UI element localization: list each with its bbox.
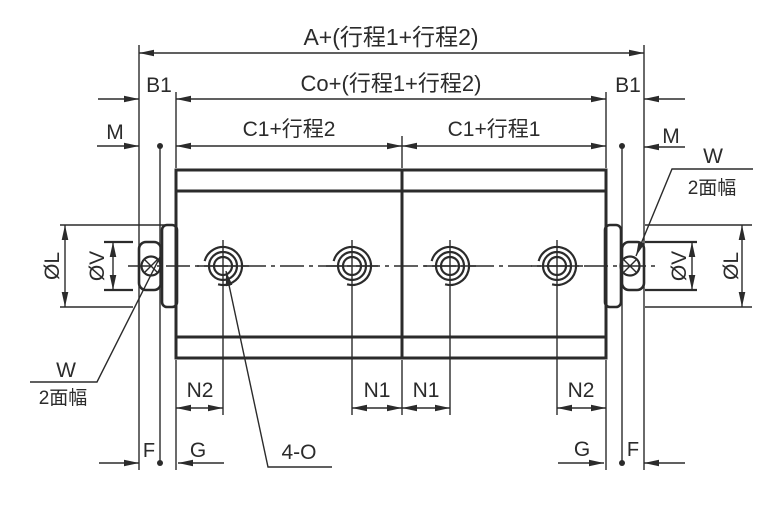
label-c1-stroke2: C1+行程2 [243, 118, 336, 141]
label-n2-right: N2 [568, 379, 595, 402]
label-m-right: M [662, 125, 680, 148]
leader-w-left [30, 252, 163, 383]
port-4 [531, 240, 583, 415]
label-m-left: M [106, 121, 124, 144]
label-w-right: W [703, 145, 723, 168]
label-g-left: G [190, 439, 206, 462]
port-3 [424, 240, 476, 415]
leader-4o [225, 270, 332, 468]
label-dia-l-left: ØL [41, 252, 64, 280]
label-dia-l-right: ØL [720, 252, 743, 280]
label-w-flats-left: 2面幅 [39, 387, 88, 409]
dimension-labels: A+(行程1+行程2) Co+(行程1+行程2) B1 B1 C1+行程2 C1… [39, 24, 743, 464]
dimension-lines [61, 49, 746, 467]
label-w-flats-right: 2面幅 [688, 177, 737, 199]
body-outline [174, 168, 608, 360]
label-n1-right: N1 [413, 379, 440, 402]
leader-lines [30, 168, 753, 468]
label-b1-left: B1 [146, 74, 172, 97]
label-b1-right: B1 [615, 74, 641, 97]
label-c1-stroke1: C1+行程1 [448, 118, 541, 141]
label-w-left: W [56, 359, 76, 382]
extension-lines [60, 45, 752, 470]
label-4o: 4-O [281, 441, 316, 464]
port-2 [326, 240, 378, 415]
label-dim-a: A+(行程1+行程2) [303, 24, 478, 50]
ports [197, 240, 583, 415]
label-dim-co: Co+(行程1+行程2) [301, 71, 482, 96]
label-f-right: F [627, 439, 639, 461]
leader-w-right [635, 168, 753, 257]
label-n1-left: N1 [364, 379, 391, 402]
label-n2-left: N2 [187, 379, 214, 402]
label-dia-v-right: ØV [668, 251, 691, 281]
label-g-right: G [574, 438, 590, 461]
label-dia-v-left: ØV [86, 251, 109, 281]
label-f-left: F [143, 440, 155, 462]
